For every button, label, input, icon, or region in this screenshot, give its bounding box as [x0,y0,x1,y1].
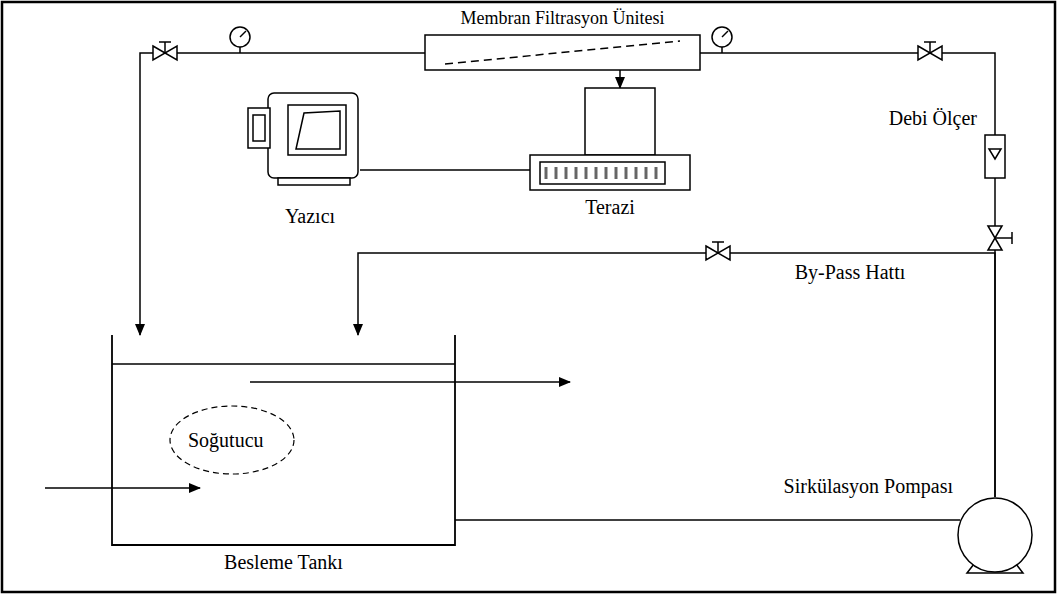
node-label: Terazi [585,196,635,218]
printer-roll [248,108,270,148]
coolant-out [250,381,570,383]
tank-wall [112,335,455,545]
printer-base [278,178,350,185]
printer-roll-core [253,115,265,141]
node-label: Sirkülasyon Pompası [784,475,953,497]
printer-paper [296,111,340,149]
balance-body [530,155,690,190]
circulation-pump-shape [957,497,1033,573]
display-digit [625,167,628,179]
circulation-pump: Sirkülasyon Pompası [957,497,1033,573]
permeate-vessel [585,88,655,155]
display-digit [585,167,588,179]
coolant-in [45,487,200,489]
balance: Terazi [530,88,690,190]
display-digit [555,167,558,179]
valve-symbol [153,42,1012,260]
feed-tank: Besleme Tankı [112,335,455,545]
membrane-unit-shape [425,35,700,70]
edge-label: By-Pass Hattı [793,261,908,283]
flow-meter-tube [985,135,1005,178]
feed-tank-shape [112,335,455,545]
pump-casing [958,498,1032,572]
pipe-connector [358,253,995,497]
membrane-sheet [445,41,680,64]
display-digit [565,167,568,179]
balance-shape [530,88,690,190]
pipe-connector [360,169,530,171]
display-digit [595,167,598,179]
flow-float [989,149,1001,159]
membrane-housing [425,35,700,70]
cooler-coil [170,406,294,474]
membrane-unit: Membran Filtrasyon Ünitesi [425,35,700,70]
flow-meter-shape [985,135,1005,178]
component-label: Soğutucu [186,429,266,451]
display-digit [545,167,548,179]
printer-window [288,105,346,155]
printer-shape [248,83,360,185]
pipe-connector [619,70,621,88]
pipe-connector [455,519,960,521]
display-digit [655,167,658,179]
printer-body [268,93,358,178]
pipe-connector [700,53,995,135]
liquid-level [112,363,455,365]
balance-display [540,162,665,184]
flow-meter: Debi Ölçer [985,135,1005,178]
printer: Yazıcı [248,83,360,185]
node-label: Debi Ölçer [889,107,977,129]
node-label: Membran Filtrasyon Ünitesi [461,7,665,29]
node-label: Besleme Tankı [224,551,343,573]
display-digit [575,167,578,179]
node-label: Yazıcı [285,205,335,227]
pipe-connector [140,53,425,335]
display-digit [645,167,648,179]
display-digit [635,167,638,179]
display-digit [615,167,618,179]
display-digit [605,167,608,179]
